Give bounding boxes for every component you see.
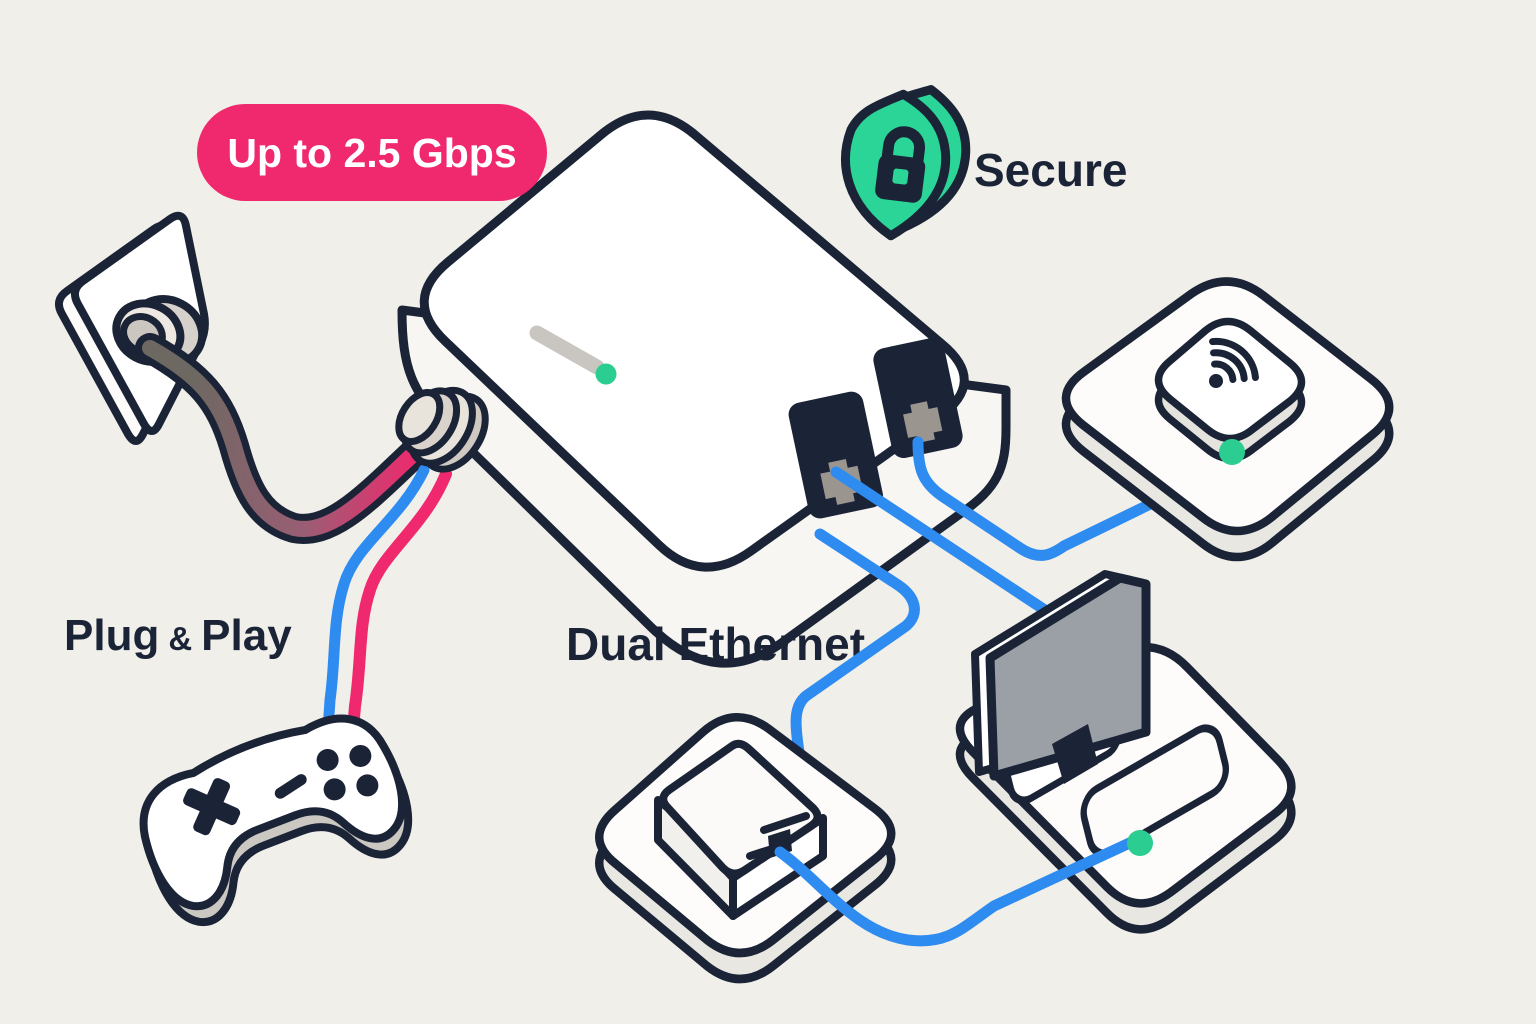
status-led	[529, 325, 605, 375]
dpad-cross-icon	[183, 778, 241, 836]
power-cable	[135, 333, 439, 544]
controller-buttons	[316, 744, 379, 801]
cable-gland	[395, 386, 489, 473]
badge-pill	[197, 104, 547, 201]
plug-play-label: Plug&Play	[64, 611, 292, 660]
speed-badge: Up to 2.5 Gbps	[197, 104, 547, 201]
rj45-port-icon	[903, 401, 943, 443]
dual-ethernet-label: Dual Ethernet	[566, 618, 865, 670]
ethernet-cable-to-set-top-box	[790, 528, 920, 764]
keyboard	[1080, 724, 1229, 858]
game-controller	[139, 714, 413, 926]
computer-status-dot	[1127, 830, 1153, 856]
monitor-screen	[985, 573, 1151, 781]
secure-label: Secure	[974, 144, 1127, 196]
badge-label: Up to 2.5 Gbps	[227, 130, 516, 176]
controller-cable-pink	[346, 468, 452, 748]
ap-status-dot	[1219, 439, 1245, 465]
ethernet-port-2	[873, 337, 963, 459]
controller-cable-blue	[322, 464, 430, 736]
led-dot	[595, 363, 617, 385]
wifi-icon	[1209, 337, 1259, 388]
desktop-computer	[955, 570, 1296, 934]
controller-select-dash	[274, 774, 307, 799]
controller-body	[139, 714, 406, 911]
padlock-icon	[875, 126, 926, 203]
ethernet-cable-stb-to-computer	[774, 834, 1142, 947]
set-top-box	[595, 713, 896, 984]
wifi-access-point	[1061, 277, 1394, 562]
powerline-adapter	[395, 110, 1011, 668]
ethernet-cable-to-computer	[830, 466, 1084, 638]
monitor-stand	[1052, 724, 1098, 784]
shield-lock-icon	[841, 85, 971, 241]
ethernet-cable-to-wifi-ap	[912, 436, 1181, 561]
